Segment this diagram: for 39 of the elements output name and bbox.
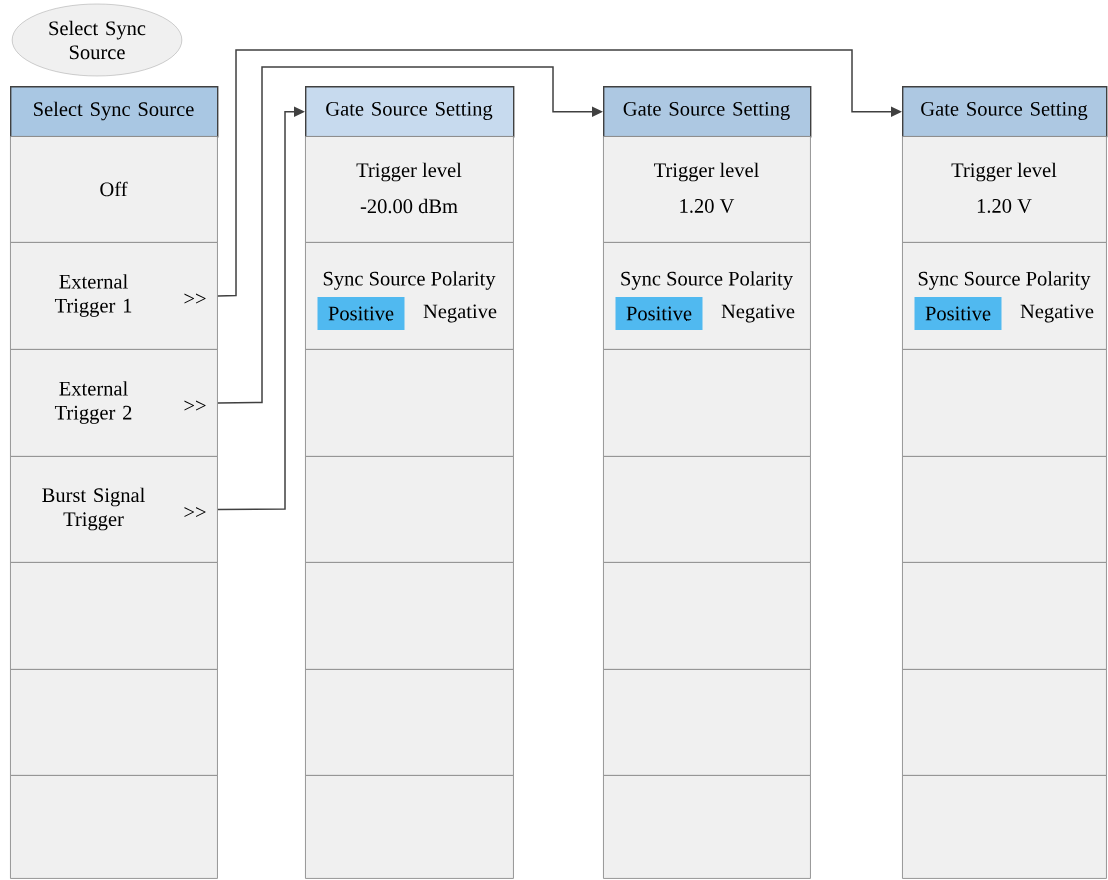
menu-cell (902, 562, 1107, 670)
chevron-mark: >> (184, 400, 206, 411)
menu-cell (603, 456, 811, 563)
chevron-mark: >> (184, 507, 206, 517)
menu-header: Gate Source Setting (305, 86, 515, 138)
menu-cell (305, 456, 514, 563)
menu-cell: Sync Source Polarity Positive Negative (902, 242, 1107, 350)
menu-cell: Trigger level 1.20 V (902, 136, 1107, 243)
menu-cell (305, 669, 514, 776)
menu-cell (305, 349, 514, 457)
menu-cell: Trigger level -20.00 dBm (305, 136, 514, 243)
menu-header: Gate Source Setting (603, 86, 812, 138)
menu-cell: Sync Source Polarity Positive Negative (305, 242, 514, 350)
menu-cell (10, 775, 218, 879)
menu-cell (603, 349, 811, 457)
selected-option: Positive (317, 297, 405, 330)
menu-cell (10, 562, 218, 670)
menu-cell: Burst Signal Trigger >> (10, 456, 218, 563)
selected-option: Positive (914, 297, 1002, 330)
menu-cell (305, 562, 514, 670)
menu-cell (902, 775, 1107, 879)
oval-button: Select Sync Source (11, 3, 183, 77)
selected-option: Positive (615, 297, 703, 330)
menu-cell (902, 456, 1107, 563)
menu-cell (902, 669, 1107, 776)
menu-cell (603, 562, 811, 670)
chevron-mark: >> (184, 293, 206, 304)
menu-cell (902, 349, 1107, 457)
menu-header: Select Sync Source (10, 86, 219, 138)
menu-cell (305, 775, 514, 879)
menu-cell: External Trigger 2 >> (10, 349, 218, 457)
menu-cell: External Trigger 1 >> (10, 242, 218, 350)
menu-cell (603, 775, 811, 879)
menu-cell: Sync Source Polarity Positive Negative (603, 242, 811, 350)
menu-cell (10, 669, 218, 776)
menu-header: Gate Source Setting (902, 86, 1108, 138)
menu-cell: Off (10, 136, 218, 243)
menu-cell: Trigger level 1.20 V (603, 136, 811, 243)
menu-cell (603, 669, 811, 776)
